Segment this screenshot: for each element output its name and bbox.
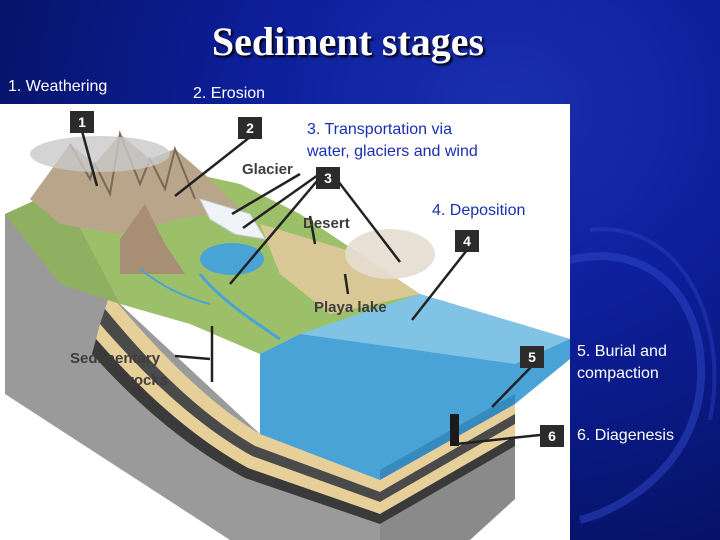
sedimentary-rocks-label-line1: Sedimentary bbox=[70, 350, 161, 367]
sed-layer-right-3 bbox=[380, 424, 515, 514]
playa-lake-label: Playa lake bbox=[314, 299, 387, 316]
glacier-ice bbox=[199, 198, 266, 240]
svg-text:6: 6 bbox=[548, 428, 556, 444]
slide-title: Sediment stages bbox=[211, 19, 485, 64]
sed-layer-3 bbox=[96, 324, 380, 514]
svg-text:1: 1 bbox=[78, 114, 86, 130]
marker-4: 4 bbox=[455, 230, 479, 252]
stage-transport-label-line1: 3. Transportation via bbox=[307, 121, 452, 138]
svg-text:2: 2 bbox=[246, 120, 254, 136]
marker-2: 2 bbox=[238, 117, 262, 139]
sed-layer-right-4 bbox=[380, 436, 515, 524]
sed-layer-2 bbox=[100, 309, 380, 502]
marker-6: 6 bbox=[540, 425, 564, 447]
diagenesis-core bbox=[450, 414, 459, 446]
marker-3: 3 bbox=[316, 167, 340, 189]
desert-label: Desert bbox=[303, 215, 350, 232]
sediment-diagram: 1 2 3 4 5 6 Glacier Desert Playa lake Se… bbox=[5, 111, 570, 540]
stage-burial-label-line2: compaction bbox=[577, 365, 659, 382]
sed-layer-1 bbox=[105, 294, 380, 492]
rain-cloud bbox=[30, 136, 170, 172]
sed-layer-right-1 bbox=[380, 404, 515, 492]
mountain-peak bbox=[120, 204, 185, 274]
dust-cloud bbox=[345, 229, 435, 279]
ocean-surface bbox=[300, 294, 570, 364]
lake bbox=[200, 243, 264, 275]
stage-burial-label-line1: 5. Burial and bbox=[577, 343, 667, 360]
stage-erosion-label: 2. Erosion bbox=[193, 85, 266, 102]
desert-area bbox=[260, 224, 420, 314]
marker-5: 5 bbox=[520, 346, 544, 368]
background-swirl bbox=[569, 227, 717, 524]
svg-text:3: 3 bbox=[324, 170, 332, 186]
svg-text:5: 5 bbox=[528, 349, 536, 365]
stage-deposition-label: 4. Deposition bbox=[432, 202, 526, 219]
glacier-label: Glacier bbox=[242, 161, 293, 178]
svg-text:4: 4 bbox=[463, 233, 471, 249]
sedimentary-rocks-label-line2: rocks bbox=[128, 372, 168, 389]
stage-diagenesis-label: 6. Diagenesis bbox=[577, 427, 674, 444]
stage-weathering-label: 1. Weathering bbox=[8, 78, 108, 95]
sed-layer-4 bbox=[92, 339, 380, 524]
marker-1: 1 bbox=[70, 111, 94, 133]
stage-transport-label-line2: water, glaciers and wind bbox=[307, 143, 478, 160]
river bbox=[198, 273, 281, 341]
sed-layer-right-2 bbox=[380, 414, 515, 502]
